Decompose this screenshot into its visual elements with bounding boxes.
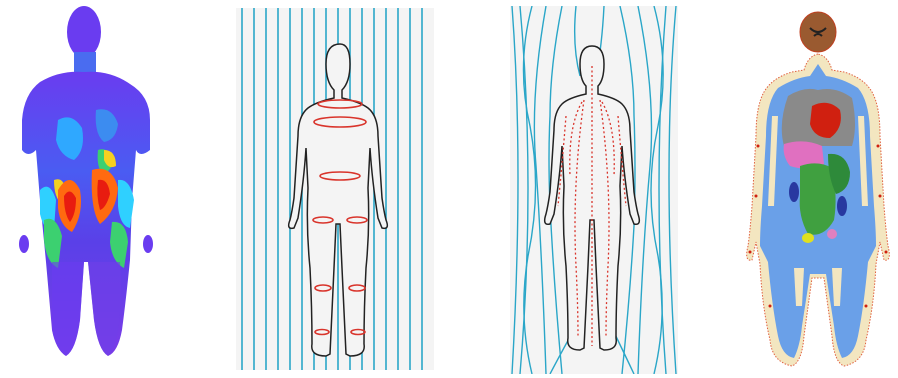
left-hand-shape xyxy=(19,235,29,253)
curved-field-figure xyxy=(510,6,678,374)
curved-field-panel xyxy=(510,6,678,374)
segmented-anatomy-panel xyxy=(738,6,898,374)
head-shape xyxy=(67,6,101,58)
heat-map-figure xyxy=(0,0,180,378)
leg-region xyxy=(52,262,84,356)
organ-region xyxy=(827,229,837,239)
uniform-field-panel xyxy=(236,8,434,370)
kidney-region xyxy=(789,182,799,202)
kidney-region xyxy=(837,196,847,216)
uniform-field-figure xyxy=(236,8,434,370)
right-hand-shape xyxy=(143,235,153,253)
bladder-region xyxy=(802,233,814,243)
heat-map-panel xyxy=(0,0,180,378)
segmented-anatomy-figure xyxy=(738,6,898,374)
